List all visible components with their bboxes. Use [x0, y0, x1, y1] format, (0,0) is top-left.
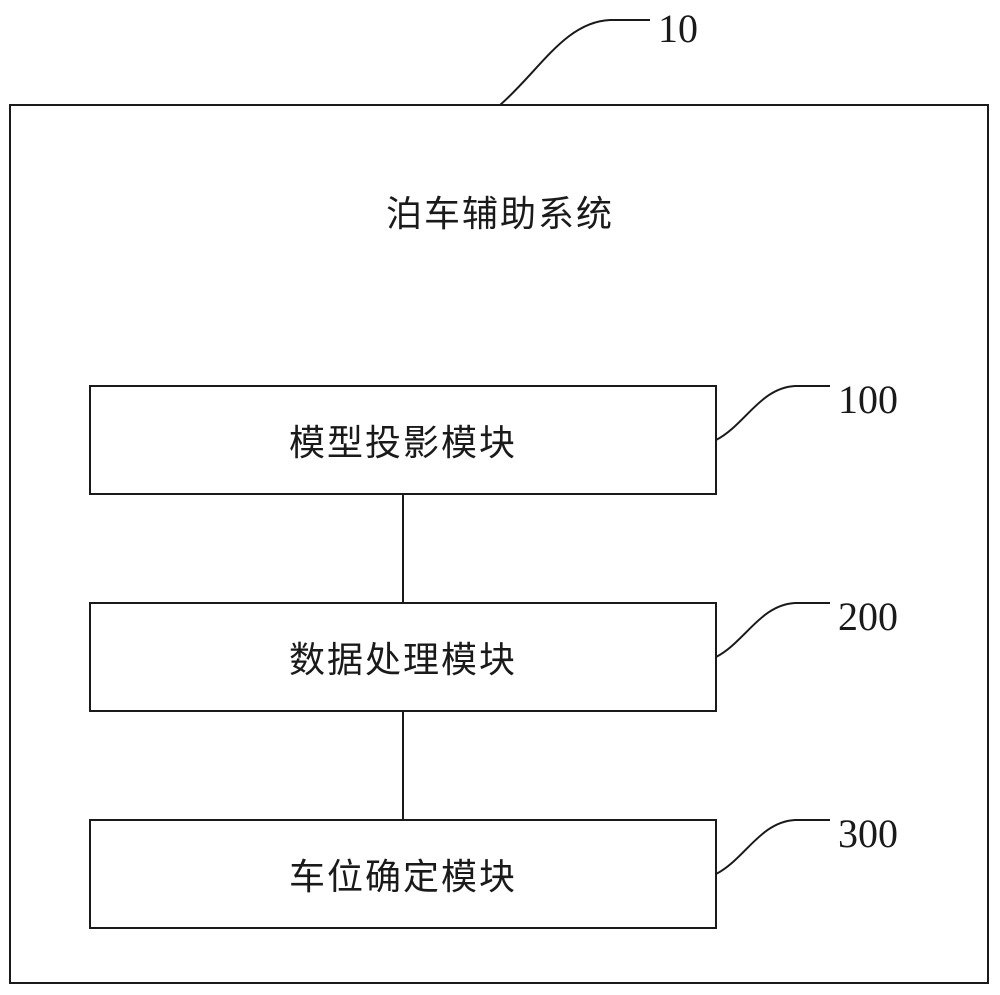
system-ref-number: 10: [658, 6, 698, 52]
module-ref-number-2: 200: [838, 594, 898, 640]
module-label-3: 车位确定模块: [90, 820, 716, 928]
module-ref-number-3: 300: [838, 811, 898, 857]
module-label-1: 模型投影模块: [90, 386, 716, 494]
system-leader-line: [500, 20, 650, 105]
module-leader-1: [716, 386, 830, 440]
module-ref-number-1: 100: [838, 377, 898, 423]
system-title: 泊车辅助系统: [300, 190, 700, 240]
module-leader-3: [716, 820, 830, 874]
module-label-2: 数据处理模块: [90, 603, 716, 711]
module-leader-2: [716, 603, 830, 657]
